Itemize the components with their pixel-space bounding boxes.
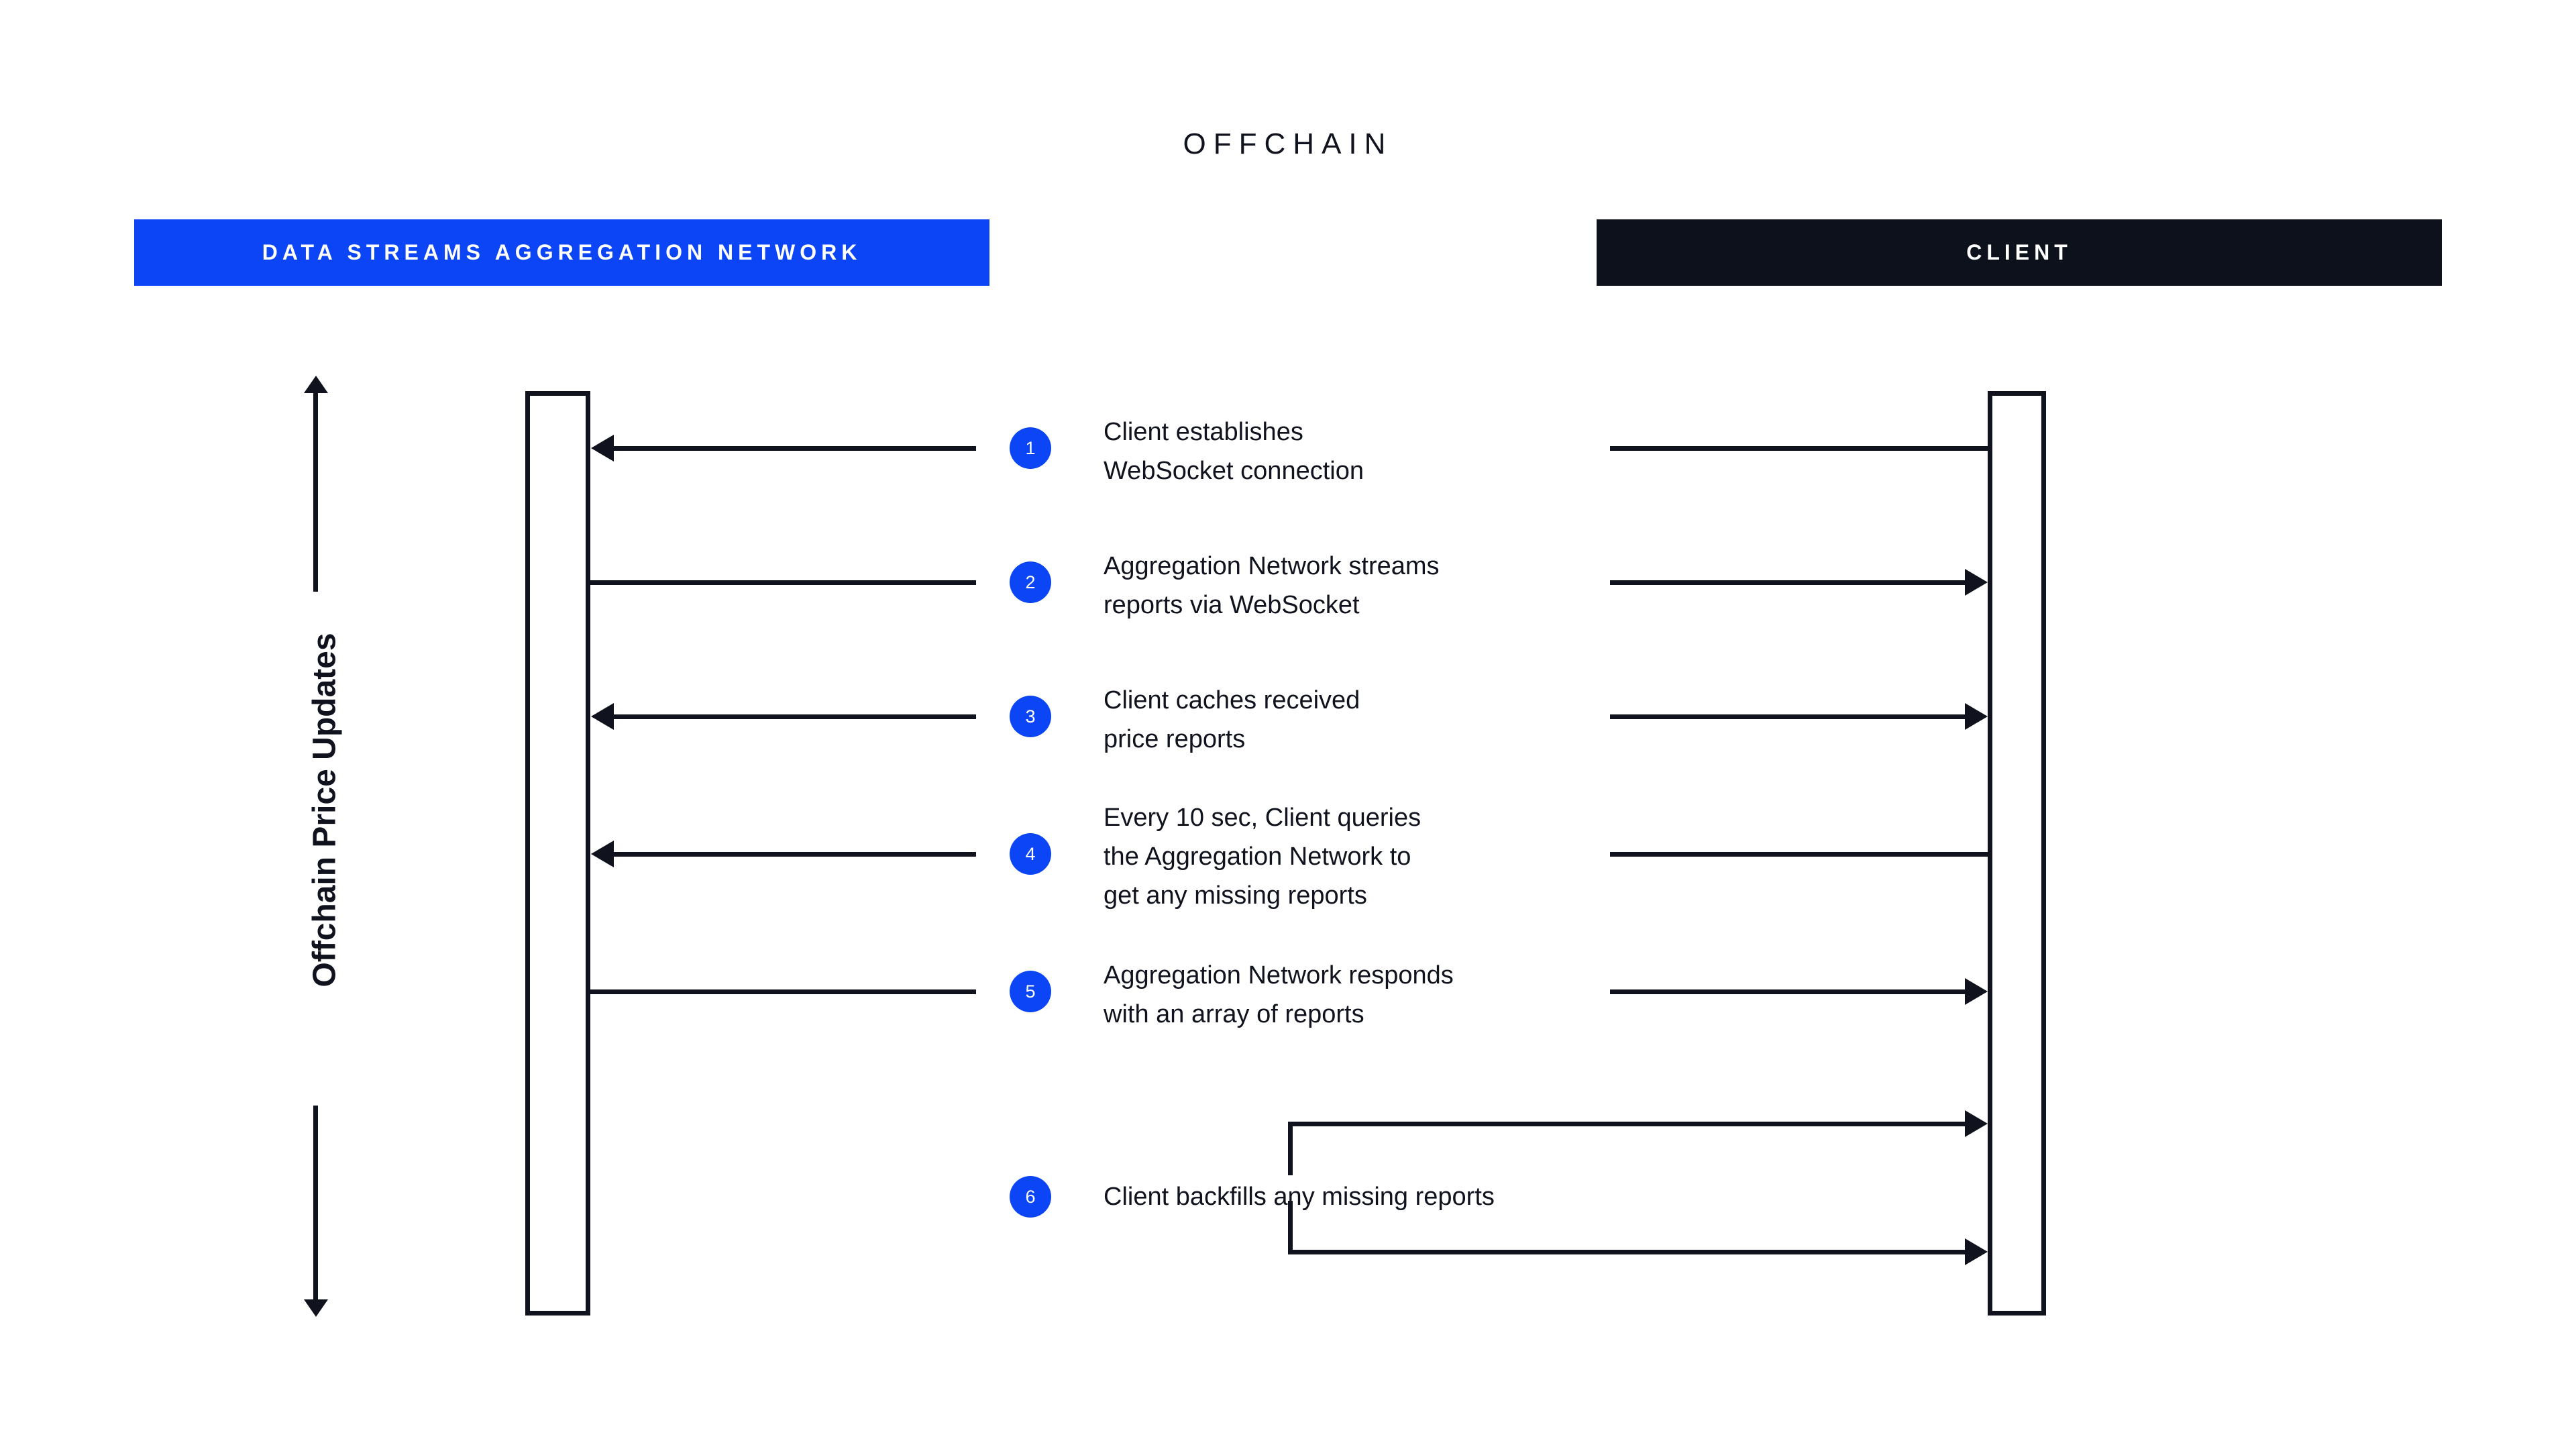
step-2-arrowhead-right-icon <box>1965 569 1988 596</box>
step-6-arrowhead-bottom-icon <box>1965 1238 1988 1265</box>
step-6-line-bottom <box>1288 1250 1965 1254</box>
step-3-line-left <box>614 714 976 719</box>
offchain-price-updates-axis: Offchain Price Updates <box>282 376 402 1322</box>
step-5-line-right <box>1610 989 1965 994</box>
step-badge-1: 1 <box>1010 427 1051 469</box>
axis-label: Offchain Price Updates <box>307 633 343 987</box>
step-badge-4-number: 4 <box>1025 843 1036 864</box>
axis-line-upper <box>313 390 318 592</box>
step-3-line-right <box>1610 714 1965 719</box>
step-badge-2: 2 <box>1010 561 1051 603</box>
step-badge-6: 6 <box>1010 1176 1051 1218</box>
step-text-2: Aggregation Network streams reports via … <box>1104 552 1440 619</box>
step-4-line-right <box>1610 852 1988 857</box>
step-5-line-left <box>590 989 976 994</box>
step-6-line-top <box>1288 1122 1965 1126</box>
lane-header-client: CLIENT <box>1597 219 2442 286</box>
step-1-arrowhead-left-icon <box>591 435 614 462</box>
step-3-arrowhead-left-icon <box>591 703 614 730</box>
step-6-arrowhead-top-icon <box>1965 1110 1988 1137</box>
arrow-down-icon <box>304 1299 328 1317</box>
step-badge-1-number: 1 <box>1025 437 1036 458</box>
step-2-line-right <box>1610 580 1965 585</box>
lane-header-client-label: CLIENT <box>1966 240 2072 264</box>
step-text-5: Aggregation Network responds with an arr… <box>1104 961 1454 1028</box>
step-badge-4: 4 <box>1010 833 1051 875</box>
lane-header-aggregation-network-label: DATA STREAMS AGGREGATION NETWORK <box>262 240 862 264</box>
step-badge-6-number: 6 <box>1025 1186 1036 1207</box>
step-badge-5-number: 5 <box>1025 981 1036 1002</box>
step-4-arrowhead-left-icon <box>591 841 614 867</box>
step-3-arrowhead-right-icon <box>1965 703 1988 730</box>
step-badge-3-number: 3 <box>1025 706 1036 727</box>
step-4-line-left <box>614 852 976 857</box>
step-text-1: Client establishes WebSocket connection <box>1104 418 1364 485</box>
step-badge-3: 3 <box>1010 696 1051 737</box>
step-badge-5: 5 <box>1010 971 1051 1012</box>
step-5-arrowhead-right-icon <box>1965 978 1988 1005</box>
step-text-4: Every 10 sec, Client queries the Aggrega… <box>1104 804 1421 910</box>
arrow-up-icon <box>304 376 328 393</box>
step-2-line-left <box>590 580 976 585</box>
step-1-line-left <box>614 446 976 451</box>
page-title: OFFCHAIN <box>1183 127 1393 160</box>
step-1-line-right <box>1610 446 1988 451</box>
step-text-3: Client caches received price reports <box>1104 686 1360 753</box>
lane-header-aggregation-network: DATA STREAMS AGGREGATION NETWORK <box>134 219 989 286</box>
lifeline-aggregation-network <box>525 391 590 1316</box>
step-6-stub-top <box>1288 1122 1293 1175</box>
step-badge-2-number: 2 <box>1025 572 1036 592</box>
lifeline-client <box>1988 391 2046 1316</box>
axis-line-lower <box>313 1106 318 1307</box>
step-6-stub-bottom <box>1288 1201 1293 1254</box>
step-text-6: Client backfills any missing reports <box>1104 1183 1495 1211</box>
